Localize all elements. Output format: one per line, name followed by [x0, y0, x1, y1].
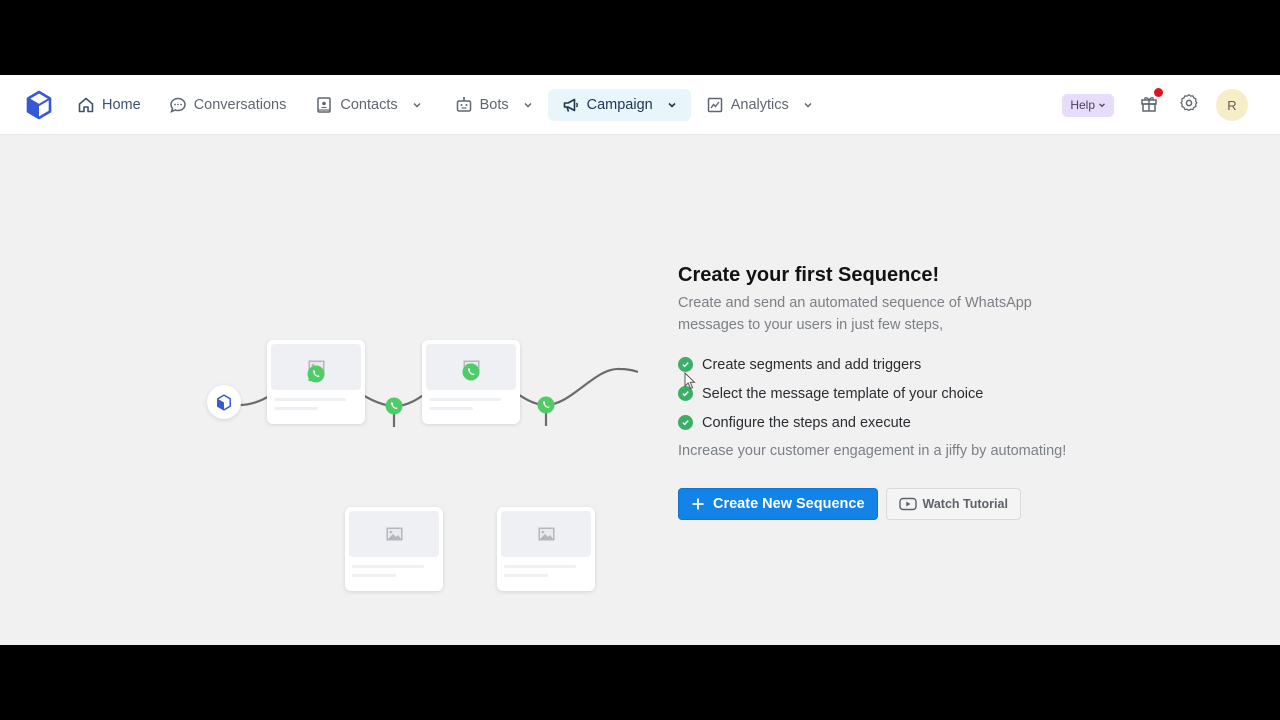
- empty-state-content: Create your first Sequence! Create and s…: [678, 262, 1118, 520]
- nav-label-campaign: Campaign: [586, 97, 653, 113]
- chevron-down-icon: [412, 100, 422, 110]
- page-subtitle: Create and send an automated sequence of…: [678, 295, 1032, 333]
- gift-icon: [1139, 93, 1159, 118]
- steps-list: Create segments and add triggers Select …: [678, 350, 1118, 437]
- help-label: Help: [1070, 98, 1095, 112]
- gift-button[interactable]: [1138, 88, 1163, 118]
- page-title: Create your first Sequence!: [678, 264, 940, 286]
- main-nav: Home Conversations Contacts Bots: [66, 88, 824, 122]
- top-navbar: Home Conversations Contacts Bots: [0, 75, 1280, 135]
- whatsapp-icon: [385, 397, 403, 415]
- nav-label-conversations: Conversations: [193, 97, 287, 113]
- brand-logo-icon[interactable]: [25, 90, 53, 120]
- create-new-sequence-button[interactable]: Create New Sequence: [678, 488, 878, 520]
- video-play-icon: [898, 497, 917, 511]
- nav-item-campaign[interactable]: Campaign: [547, 89, 691, 121]
- watch-tutorial-button[interactable]: Watch Tutorial: [885, 488, 1021, 520]
- step-item: Select the message template of your choi…: [678, 379, 1118, 408]
- notification-dot: [1154, 88, 1163, 97]
- step-item: Create segments and add triggers: [678, 350, 1118, 379]
- user-avatar[interactable]: R: [1216, 89, 1248, 121]
- engagement-text: Increase your customer engagement in a j…: [678, 443, 1067, 459]
- message-card-placeholder: [422, 340, 520, 424]
- nav-item-contacts[interactable]: Contacts: [304, 89, 432, 121]
- robot-icon: [455, 96, 473, 114]
- nav-label-contacts: Contacts: [340, 97, 398, 113]
- nav-item-analytics[interactable]: Analytics: [695, 89, 824, 121]
- nav-label-home: Home: [102, 97, 141, 113]
- check-circle-icon: [678, 415, 693, 430]
- check-circle-icon: [678, 386, 693, 401]
- gear-icon: [1179, 93, 1199, 118]
- mouse-cursor-icon: [684, 372, 696, 390]
- whatsapp-icon: [537, 396, 555, 414]
- action-buttons: Create New Sequence Watch Tutorial: [678, 488, 1118, 520]
- chevron-down-icon: [667, 100, 677, 110]
- nav-item-bots[interactable]: Bots: [444, 89, 544, 121]
- nav-label-analytics: Analytics: [730, 97, 789, 113]
- watch-tutorial-label: Watch Tutorial: [922, 497, 1008, 511]
- settings-button[interactable]: [1178, 93, 1200, 118]
- nav-item-conversations[interactable]: Conversations: [158, 89, 298, 121]
- step-label: Configure the steps and execute: [702, 414, 911, 431]
- create-new-sequence-label: Create New Sequence: [713, 496, 865, 512]
- contact-book-icon: [315, 96, 333, 114]
- megaphone-icon: [562, 96, 580, 114]
- home-icon: [77, 96, 95, 114]
- whatsapp-icon: [462, 363, 480, 381]
- chevron-down-icon: [523, 100, 533, 110]
- check-circle-icon: [678, 357, 693, 372]
- image-placeholder-icon: [501, 511, 591, 557]
- step-label: Select the message template of your choi…: [702, 385, 984, 402]
- chat-bubble-icon: [169, 96, 187, 114]
- plus-icon: [691, 497, 705, 511]
- app-window: Home Conversations Contacts Bots: [0, 75, 1280, 645]
- chevron-down-icon: [803, 100, 813, 110]
- chevron-down-icon: [1098, 101, 1106, 109]
- nav-label-bots: Bots: [479, 97, 509, 113]
- image-placeholder-icon: [349, 511, 439, 557]
- start-node-logo-icon: [207, 385, 241, 419]
- nav-item-home[interactable]: Home: [66, 89, 152, 121]
- whatsapp-icon: [307, 365, 325, 383]
- step-item: Configure the steps and execute: [678, 408, 1118, 437]
- sequence-illustration: [200, 255, 650, 591]
- header-tools: Help R: [1062, 88, 1248, 121]
- message-card-placeholder: [345, 507, 443, 591]
- help-dropdown-button[interactable]: Help: [1062, 93, 1114, 117]
- chart-icon: [706, 96, 724, 114]
- message-card-placeholder: [497, 507, 595, 591]
- step-label: Create segments and add triggers: [702, 356, 922, 373]
